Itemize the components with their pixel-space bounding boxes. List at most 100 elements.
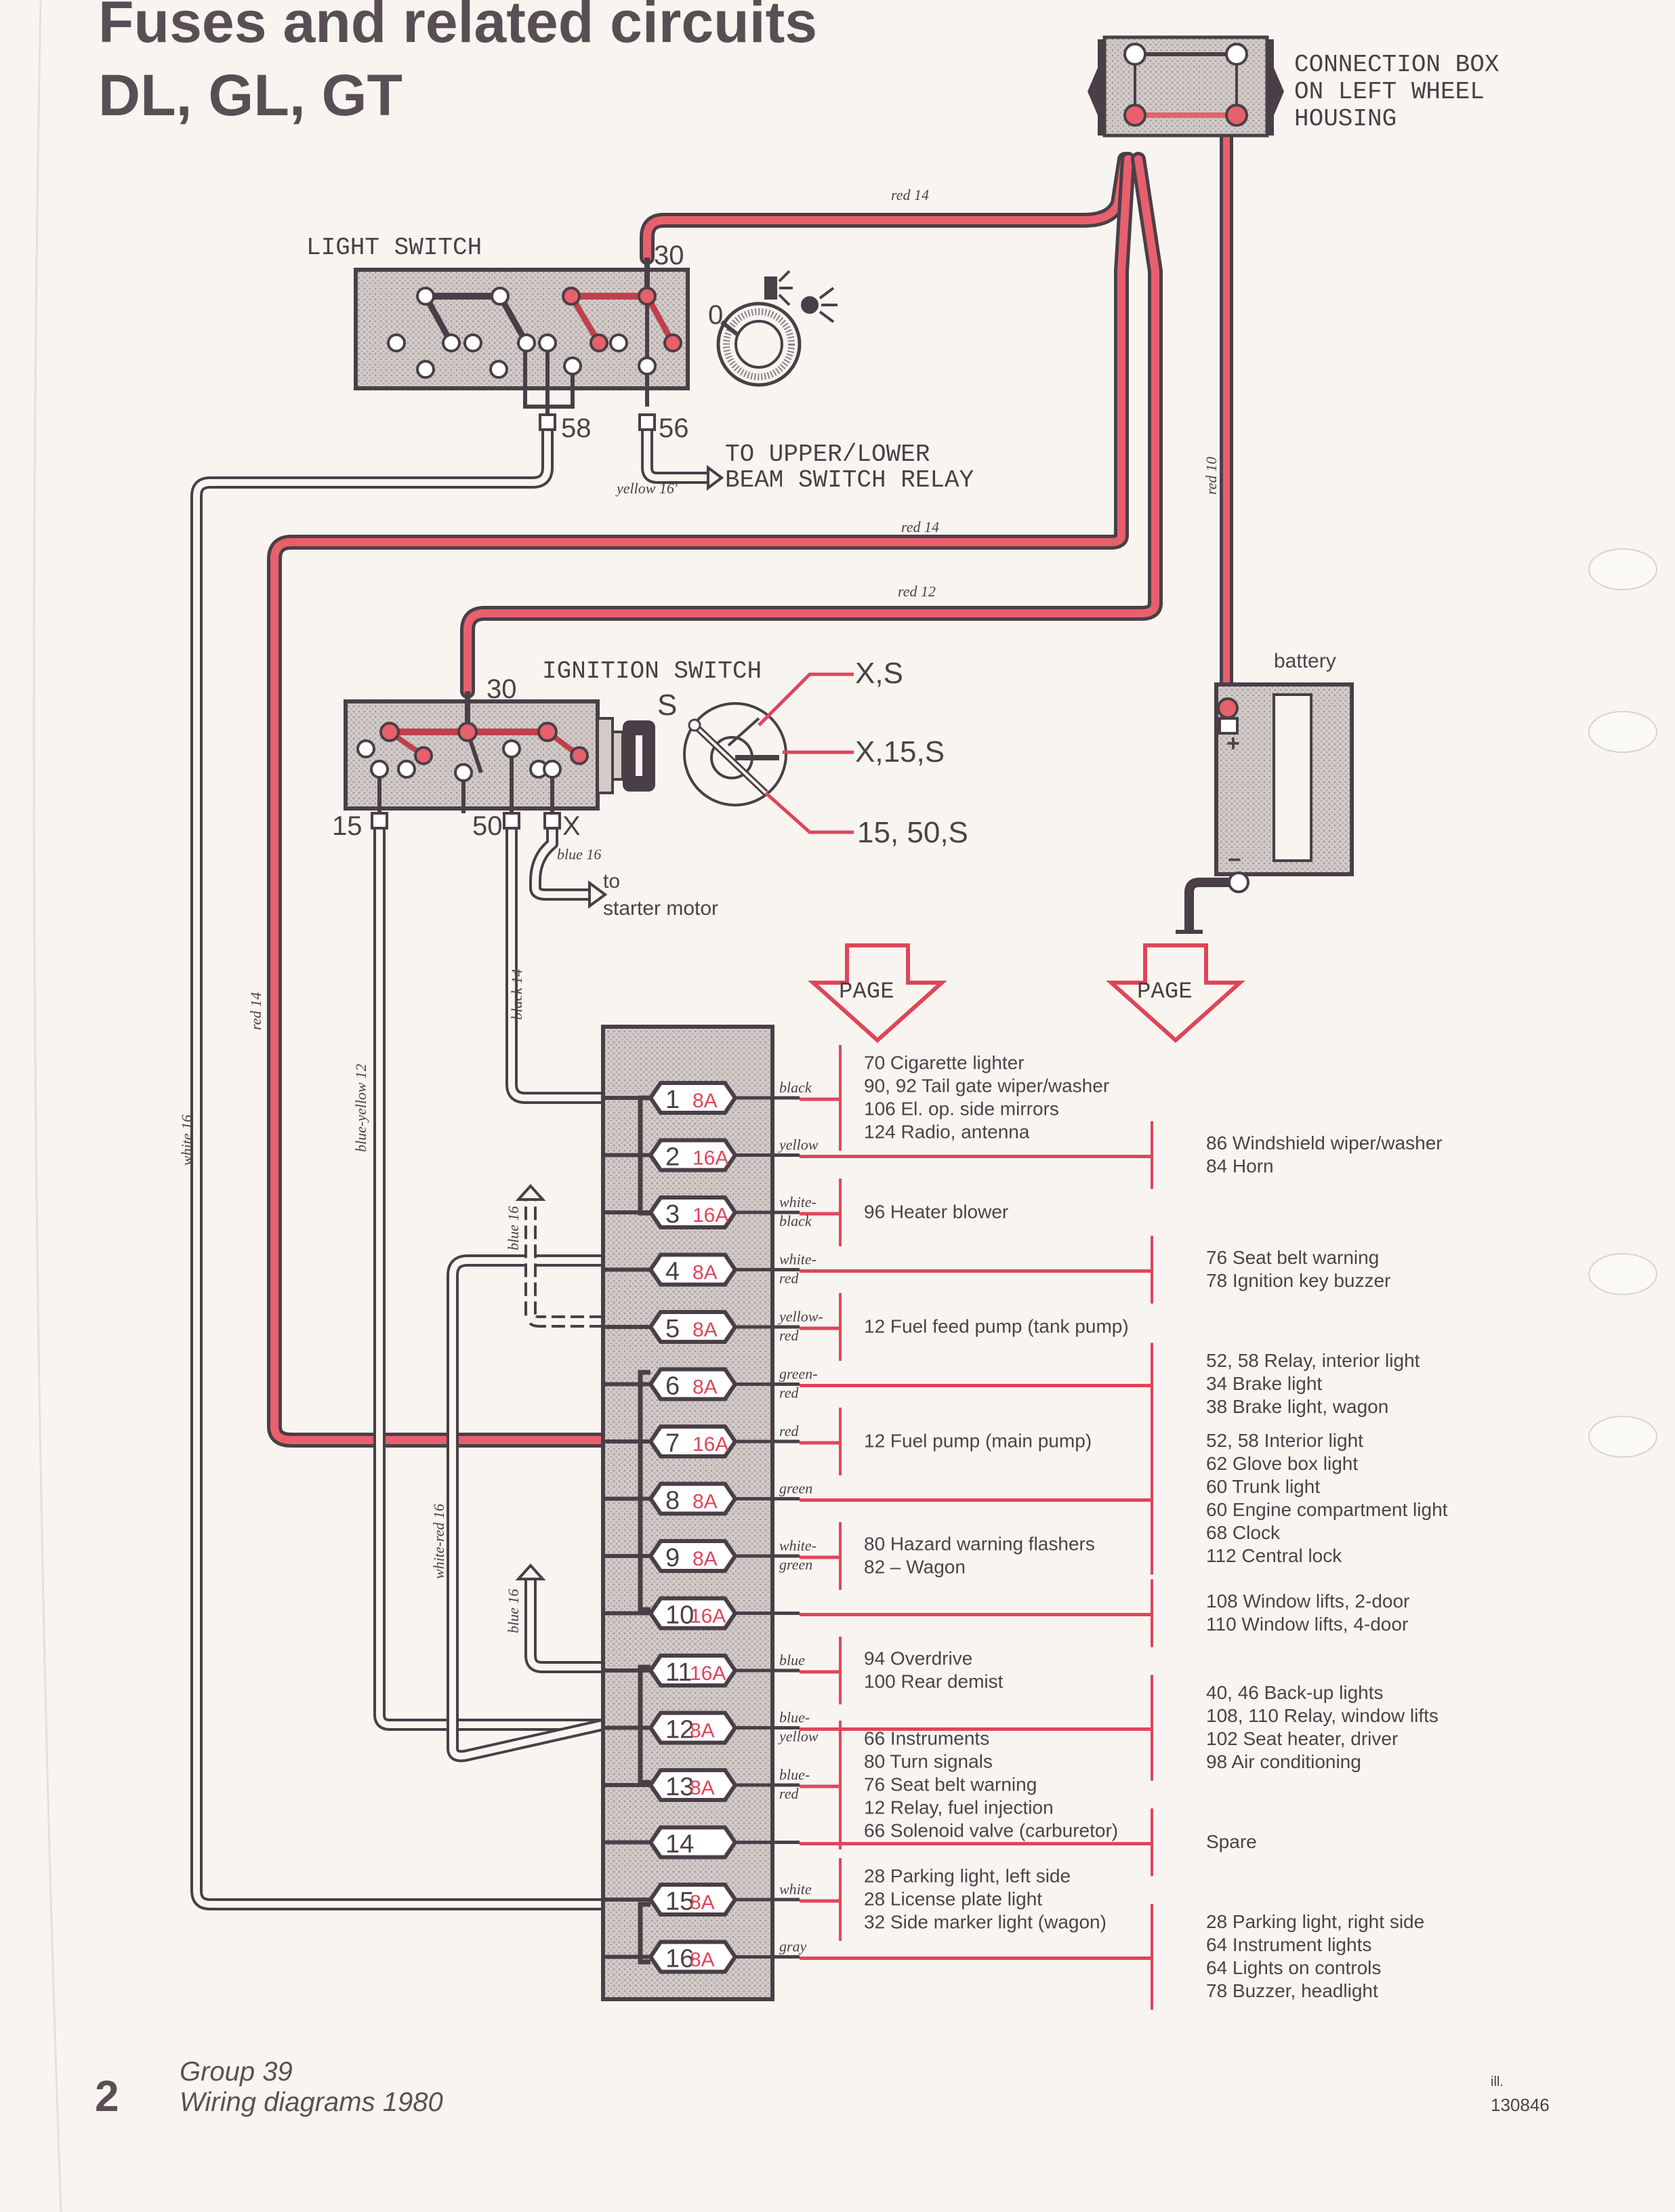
circuit-label: 76 Seat belt warning (864, 1774, 1037, 1795)
circuit-label: 102 Seat heater, driver (1206, 1728, 1398, 1749)
fuse-number: 5 (665, 1315, 680, 1343)
circuit-label: 66 Solenoid valve (carburetor) (864, 1820, 1118, 1841)
fuse-wire-color: red (779, 1385, 800, 1401)
fuse-wire-color: black (779, 1212, 812, 1229)
circuit-label: 52, 58 Interior light (1206, 1430, 1363, 1451)
page-title-line1: Fuses and related circuits (98, 0, 817, 55)
fuse-amperage: 16A (692, 1204, 728, 1227)
light-switch-outputs (190, 413, 724, 1910)
fuse-wire-color: yellow- (778, 1308, 823, 1325)
circuit-label: 64 Instrument lights (1206, 1934, 1371, 1955)
fuse-wire-color: red (779, 1785, 800, 1802)
fuse-number: 16 (665, 1945, 694, 1973)
left-wires (447, 1184, 604, 1763)
light-switch-terminal-30: 30 (654, 241, 684, 270)
fuse-wire-color: green (779, 1480, 812, 1497)
light-switch (354, 258, 690, 427)
fuse-amperage: 8A (692, 1548, 718, 1570)
footer-subtitle: Wiring diagrams 1980 (180, 2087, 443, 2117)
fuse-wire-color: yellow (778, 1728, 819, 1745)
fuse-wire-color: green- (779, 1366, 818, 1382)
circuit-label: 94 Overdrive (864, 1648, 972, 1669)
circuit-label: 96 Heater blower (864, 1202, 1008, 1223)
ignition-switch-label: IGNITION SWITCH (542, 657, 762, 685)
ignition-line-xs (758, 672, 854, 726)
circuit-label: 12 Fuel pump (main pump) (864, 1431, 1092, 1452)
circuit-label: 110 Window lifts, 4-door (1206, 1614, 1408, 1635)
fuse-wire-color: red (779, 1327, 800, 1344)
fuse-amperage: 16A (692, 1433, 728, 1456)
connection-box (1088, 35, 1284, 138)
fuse-wire-color: yellow (778, 1136, 819, 1153)
circuit-label: 108 Window lifts, 2-door (1206, 1591, 1409, 1612)
light-switch-position-0: 0 (708, 300, 723, 330)
illustration-number: 130846 (1491, 2095, 1550, 2115)
ignition-terminal-15: 15 (332, 811, 363, 841)
circuit-label: 32 Side marker light (wagon) (864, 1912, 1107, 1933)
circuit-label: 84 Horn (1206, 1155, 1274, 1176)
fuse-amperage: 8A (692, 1090, 718, 1112)
ignition-terminal-30: 30 (487, 674, 517, 704)
fuse-bus-15-16 (638, 1902, 650, 1965)
light-switch-terminal-56: 56 (659, 413, 689, 443)
ignition-outputs (371, 812, 608, 1731)
circuit-label: 28 License plate light (864, 1889, 1042, 1910)
ignition-position-x15s: X,15,S (855, 735, 945, 769)
ignition-position-1550s: 15, 50,S (857, 816, 968, 849)
wire-label-yellow16: yellow 16' (615, 480, 678, 497)
circuit-label: 68 Clock (1206, 1522, 1281, 1543)
page-arrow-left-icon (808, 943, 947, 1044)
fuse-number: 4 (665, 1258, 680, 1286)
circuit-label: 60 Engine compartment light (1206, 1499, 1448, 1520)
ignition-switch (344, 691, 655, 820)
fuse-amperage: 8A (692, 1319, 718, 1341)
connection-box-label-2: ON LEFT WHEEL (1294, 78, 1485, 106)
circuit-label: 124 Radio, antenna (864, 1122, 1030, 1143)
starter-label-motor: starter motor (603, 897, 718, 920)
fuse-wire-color: green (779, 1556, 812, 1573)
hole-punches (1588, 548, 1657, 1458)
circuit-label: 60 Trunk light (1206, 1476, 1320, 1497)
circuit-label: 34 Brake light (1206, 1373, 1322, 1394)
fuse-amperage: 8A (692, 1376, 718, 1399)
fuse-bus-11-13 (638, 1664, 650, 1785)
fuse-number: 15 (665, 1887, 694, 1916)
fuse-wire-color: blue- (779, 1709, 810, 1726)
circuit-label: 112 Central lock (1206, 1545, 1342, 1566)
illustration-label: ill. (1491, 2074, 1504, 2089)
battery-label: battery (1274, 650, 1336, 672)
ignition-terminal-50: 50 (472, 811, 503, 841)
wire-label-red12: red 12 (898, 583, 936, 600)
circuit-label: 98 Air conditioning (1206, 1751, 1361, 1772)
fuse-wire-color: red (779, 1270, 800, 1287)
fuse-amperage: 8A (692, 1491, 718, 1513)
battery-minus: − (1228, 847, 1241, 873)
fuse-amperage: 16A (690, 1662, 726, 1685)
page-arrow-left-label: PAGE (839, 979, 894, 1005)
circuit-label: 66 Instruments (864, 1728, 989, 1749)
red-wires (267, 108, 1233, 1448)
connection-box-label-1: CONNECTION BOX (1294, 51, 1499, 79)
circuit-label: 64 Lights on controls (1206, 1957, 1381, 1978)
ignition-line-1550s (764, 792, 854, 834)
fuse-wire-color: white- (779, 1537, 816, 1554)
wire-label-blue-yellow12: blue-yellow 12 (352, 1064, 369, 1152)
page-title-line2: DL, GL, GT (98, 63, 402, 128)
circuit-label: 90, 92 Tail gate wiper/washer (864, 1076, 1109, 1097)
fuse-number: 3 (665, 1200, 680, 1229)
circuit-label: 76 Seat belt warning (1206, 1247, 1379, 1268)
circuit-label: Spare (1206, 1831, 1257, 1852)
battery (1176, 682, 1354, 934)
